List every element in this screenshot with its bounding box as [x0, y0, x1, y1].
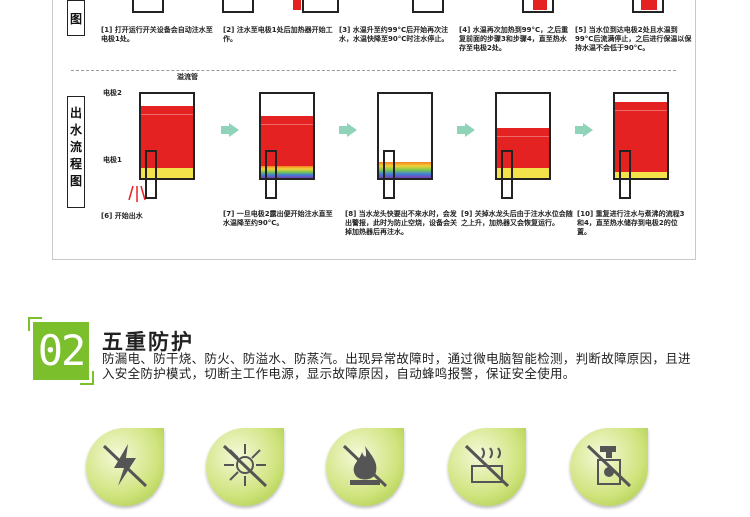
- outlet-step-7-caption: [7] 一旦电极2露出便开始注水直至水温降至约90°C。: [223, 210, 333, 227]
- flow-arrow: [221, 123, 239, 137]
- tank-step-7: [259, 92, 315, 180]
- outlet-step-10-caption: [10] 重复进行注水与煮沸的流程3和4，直至热水储存到电极2的位置。: [577, 210, 685, 236]
- electrode-2-label: 电极2: [103, 89, 122, 97]
- mixed-water-layer: [379, 162, 431, 178]
- flow-arrow: [339, 123, 357, 137]
- cold-water-layer: [615, 172, 667, 178]
- hot-water-fill: [141, 106, 193, 168]
- no-fire-icon: [326, 428, 404, 506]
- outlet-label-char: 出: [69, 106, 82, 120]
- electrode-1-label: 电极1: [103, 156, 122, 164]
- hot-water-fill: [615, 102, 667, 172]
- inlet-flow-tank-strip: [132, 0, 664, 13]
- tank-step-9: [495, 92, 551, 180]
- outlet-step-6-caption: [6] 开始出水: [101, 212, 143, 220]
- no-overflow-icon: [448, 428, 526, 506]
- no-dry-burn-icon: [206, 428, 284, 506]
- section-number-badge: 02: [28, 317, 94, 385]
- outlet-pipe: [145, 150, 157, 199]
- mixed-water-layer: [261, 166, 313, 178]
- outlet-pipe: [619, 150, 631, 199]
- section-title: 五重防护: [102, 330, 194, 354]
- outlet-label-char: 流: [69, 140, 82, 154]
- inlet-step-1-caption: [1] 打开运行开关设备会自动注水至电极1处。: [101, 26, 213, 43]
- no-electric-leak-icon: [86, 428, 164, 506]
- flow-arrow: [457, 123, 475, 137]
- outlet-label-char: 水: [69, 123, 82, 137]
- inlet-step-3-caption: [3] 水温升至约99°C后开始再次注水，水温快降至90°C时注水停止。: [339, 26, 449, 43]
- inlet-flow-side-label: 图: [67, 0, 85, 36]
- outlet-pipe: [265, 150, 277, 199]
- tank-step-8: [377, 92, 433, 180]
- hot-water-fill: [497, 128, 549, 168]
- outlet-label-char: 图: [69, 174, 82, 188]
- overflow-pipe-label: 溢流管: [177, 73, 198, 81]
- hot-water-fill: [261, 116, 313, 166]
- water-flow-diagram: 图 [1] 打开运行开关设备会自动注水至电极1处。 [2] 注水至电极1处后加热…: [52, 0, 696, 260]
- tank-step-6: [139, 92, 195, 180]
- section-divider: [71, 70, 676, 71]
- inlet-step-5-caption: [5] 当水位到达电极2处且水温到99°C后流满停止，之后进行保温以保持水温不会…: [575, 26, 692, 52]
- cold-water-layer: [497, 168, 549, 178]
- faucet-icon: [128, 185, 146, 202]
- outlet-step-9-caption: [9] 关掉水龙头后由于注水水位会随之上升，加热器又会恢复运行。: [461, 210, 573, 227]
- cold-water-layer: [141, 168, 193, 178]
- no-steam-icon: [570, 428, 648, 506]
- outlet-pipe: [501, 150, 513, 199]
- tank-step-10: [613, 92, 669, 180]
- flow-arrow: [575, 123, 593, 137]
- outlet-flow-side-label: 出 水 流 程 图: [67, 96, 85, 208]
- outlet-pipe: [383, 150, 395, 199]
- section-description: 防漏电、防干烧、防火、防溢水、防蒸汽。出现异常故障时，通过微电脑智能检测，判断故…: [102, 351, 691, 381]
- inlet-step-2-caption: [2] 注水至电极1处后加热器开始工作。: [223, 26, 333, 43]
- inlet-step-4-caption: [4] 水温再次加热到99°C，之后重复前面的步骤3和步骤4，直至热水存至电极2…: [459, 26, 569, 52]
- outlet-label-char: 程: [69, 157, 82, 171]
- outlet-step-8-caption: [8] 当水龙头快要出不来水时，会发出警报，此时为防止空烧，设备会关掉加热器后再…: [345, 210, 457, 236]
